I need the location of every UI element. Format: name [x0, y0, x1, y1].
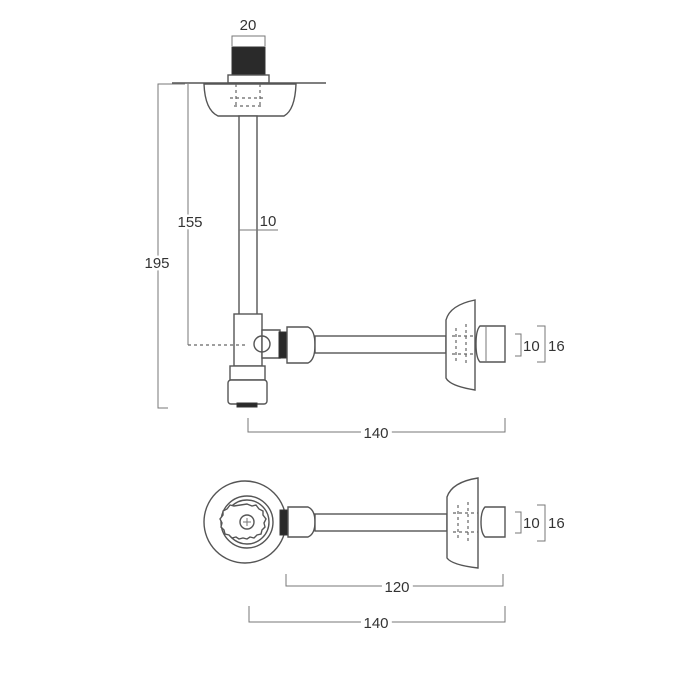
dim-tube-diameter-label: 10: [523, 338, 540, 355]
dim-outlet-height: 155: [175, 84, 246, 346]
top-escutcheon: [203, 83, 297, 117]
dim-length-label: 140: [363, 425, 388, 442]
dim-length: 140: [248, 606, 506, 636]
dim-nut-diameter: 16: [537, 504, 565, 542]
dim-nut-diameter-label: 16: [548, 338, 565, 355]
dim-inlet-diameter-label: 20: [240, 17, 257, 34]
wall-escutcheon: [445, 299, 476, 391]
horizontal-pipe: [314, 513, 448, 532]
dim-total-height-label: 195: [144, 255, 169, 272]
dim-tube-diameter: 10: [515, 511, 540, 534]
dim-pipe-diameter-label: 10: [260, 213, 277, 230]
dim-length-label: 140: [363, 615, 388, 632]
valve-base: [227, 379, 268, 405]
end-nut: [475, 325, 506, 363]
dim-tube-diameter: 10: [515, 333, 540, 357]
compression-nut: [287, 506, 316, 538]
dim-total-height: 195: [142, 83, 185, 409]
tee-outlet: [261, 329, 281, 359]
horizontal-pipe: [314, 335, 447, 354]
dim-length: 140: [247, 418, 506, 446]
dim-pipe-length-label: 120: [384, 579, 409, 596]
side-view: 20 10 10: [142, 17, 565, 446]
dim-nut-diameter: 16: [537, 325, 565, 363]
dim-outlet-height-label: 155: [177, 214, 202, 231]
screw-icon: [239, 514, 255, 530]
inlet-nut: [227, 74, 270, 84]
tee-body: [233, 313, 263, 367]
top-view: 10 16 120 140: [203, 477, 565, 636]
compression-nut: [286, 326, 316, 364]
dim-pipe-length: 120: [285, 574, 504, 600]
dim-nut-diameter-label: 16: [548, 515, 565, 532]
vertical-pipe: [238, 115, 258, 317]
tee-lower-collar: [229, 365, 266, 381]
outlet-thread: [279, 509, 289, 536]
outlet-thread: [278, 331, 288, 359]
threaded-inlet: [231, 46, 266, 76]
valve-bottom: [236, 402, 258, 408]
end-nut: [480, 506, 506, 538]
dim-inlet-diameter: 20: [231, 17, 266, 46]
wall-escutcheon: [446, 477, 479, 569]
dim-tube-diameter-label: 10: [523, 515, 540, 532]
dim-pipe-diameter: 10: [239, 213, 278, 231]
